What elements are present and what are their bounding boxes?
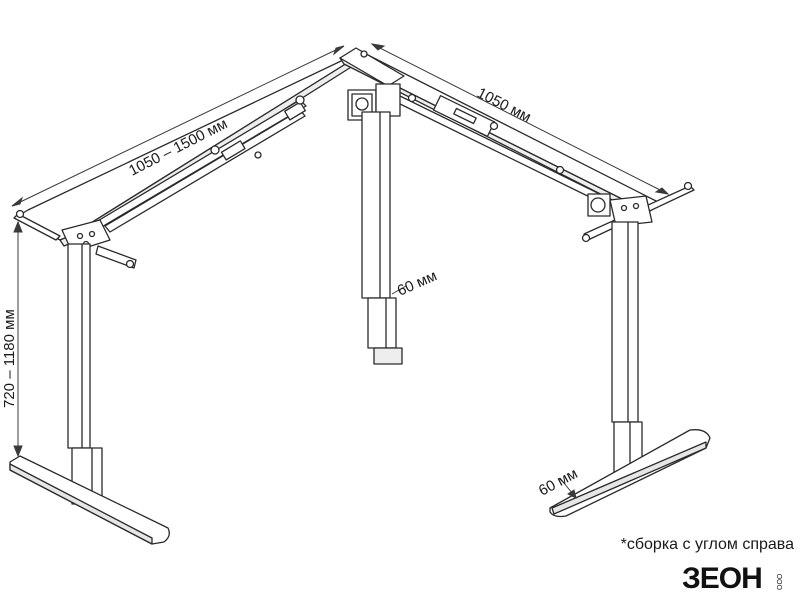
middle-leg — [361, 111, 403, 365]
assembly-footnote: *сборка с углом справа — [620, 536, 794, 553]
logo-text: ЗЕОН — [682, 562, 762, 594]
corner-leg-top — [339, 47, 405, 121]
right-foot — [549, 429, 711, 518]
label-height-range: 720 – 1180 мм — [1, 309, 18, 408]
dim-line-width — [11, 45, 345, 207]
dim-line-side — [371, 43, 669, 195]
dim-line-leg — [391, 285, 407, 295]
logo-tagline: ООО — [777, 573, 784, 590]
left-foot — [9, 455, 170, 545]
left-leg — [67, 243, 103, 505]
left-top-beam — [17, 51, 361, 247]
label-leg-profile: 60 мм — [395, 267, 440, 299]
zeon-logo: ЗЕОН ООО — [682, 562, 784, 594]
right-leg — [611, 221, 643, 475]
